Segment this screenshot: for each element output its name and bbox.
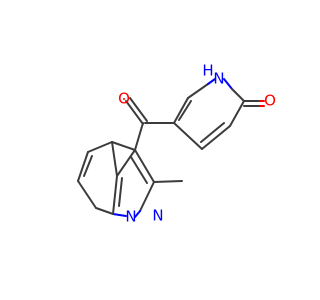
carbonyl-bond-b [129,97,148,122]
pyridone-hydrogen-label: H [202,62,213,80]
pyrazole-bond-c2-n2 [139,181,155,212]
pyridone-bond-3-nitrogen [223,78,233,90]
carbonyl-bond-a [125,100,144,125]
pyrazole-n2-label: N [152,207,163,225]
molecule-canvas: O O N H N N [77,61,276,226]
pyridone-bond-5 [201,125,231,150]
pyridone-bond-5-inner [200,122,225,143]
pyridine-bond-2-inner [83,155,93,177]
pyridine-bond-1 [77,180,97,209]
pyridone-bond-4 [229,100,245,127]
pyridone-nitrogen-label: N [213,70,224,88]
pyridine-bond-4 [111,141,136,151]
pyrazole-n1-label: N [125,208,136,226]
pyrazole-bond-c2-n2-tip [134,210,141,218]
carbonyl-to-pyrazole-bond [134,122,144,151]
pyridone-bond-3 [231,88,245,102]
structure-diagram: O O N H N N [77,62,276,226]
pyridine-bond-2 [77,151,89,182]
pyrazole-fusion-bond [116,149,136,177]
pyridine-bond-5-inner [118,177,123,207]
pyridone-bond-2 [187,83,209,99]
pyrazole-bond-c3-c2-inner [130,156,148,184]
fusion-bond [111,141,118,177]
pyridone-bond-6 [173,122,203,150]
methyl-bond [153,180,183,183]
carbonyl-oxygen-label: O [118,90,130,108]
pyridone-bond-1 [173,97,189,124]
pyridone-bond-1-inner [178,100,192,121]
pyridine-bond-3 [87,141,113,153]
pyridone-oxygen-label: O [264,92,276,110]
pyrazole-bond-n2-n1 [112,213,127,217]
pyrazole-bond-c3-c2 [134,149,155,183]
pyridine-bond-5 [112,175,118,215]
pyrazole-bond-n1-pyridine [95,207,114,215]
pyridone-bond-2-nitrogen [207,78,216,85]
